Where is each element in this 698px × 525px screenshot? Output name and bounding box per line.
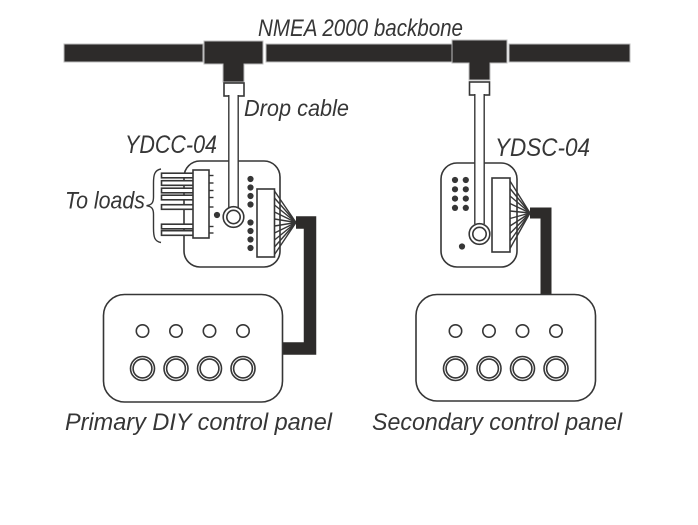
primary-control-panel — [102, 293, 284, 403]
panel-leds — [135, 323, 251, 338]
backbone-segment-middle — [265, 43, 453, 63]
led-icon — [448, 323, 463, 338]
load-wires — [160, 172, 195, 237]
load-wire — [160, 203, 195, 211]
ydcc-04-label: YDCC-04 — [125, 131, 217, 159]
secondary-control-panel — [415, 293, 597, 402]
panel-buttons — [129, 355, 256, 382]
button-icon-inner — [232, 358, 254, 379]
indicator-dot — [213, 211, 221, 219]
drop-cable-plug-icon — [468, 81, 491, 96]
load-wire — [160, 229, 195, 237]
tee-connector-right-icon — [451, 39, 508, 81]
ydsc-04-device — [440, 94, 531, 268]
primary-panel-label: Primary DIY control panel — [65, 409, 333, 436]
button-icon-inner — [545, 358, 567, 379]
button-icon-inner — [478, 358, 500, 379]
led-icon — [236, 323, 251, 338]
load-wire — [160, 179, 195, 187]
drop-cable-plug-icon — [223, 82, 245, 97]
button-icon-inner — [512, 358, 533, 379]
drop-cable-sheath — [228, 95, 239, 209]
load-wire — [160, 172, 195, 179]
drop-cable-sheath — [474, 94, 485, 224]
panel-cable-right — [530, 207, 552, 297]
led-icon — [548, 323, 563, 338]
backbone-label: NMEA 2000 backbone — [258, 15, 463, 42]
terminal-dots — [451, 176, 469, 211]
led-icon — [202, 323, 217, 338]
ydcc-04-device — [160, 95, 297, 268]
panel-buttons — [442, 355, 569, 382]
load-terminal-block — [192, 169, 210, 239]
backbone-segment-right — [508, 43, 631, 63]
backbone — [63, 39, 631, 83]
ydsc-04-label: YDSC-04 — [495, 134, 590, 162]
button-icon-inner — [445, 358, 466, 379]
cable-gland-inner — [471, 226, 487, 242]
button-icon-inner — [199, 358, 220, 379]
panel-body — [415, 293, 597, 402]
indicator-dot — [458, 243, 466, 250]
led-icon — [515, 323, 530, 338]
load-wire — [160, 194, 195, 201]
button-icon-inner — [132, 358, 153, 379]
tee-connector-left-icon — [203, 40, 264, 83]
terminal-dots — [247, 175, 254, 252]
secondary-panel-label: Secondary control panel — [372, 409, 623, 436]
panel-leds — [448, 323, 563, 338]
button-icon-inner — [165, 358, 187, 379]
load-wire — [160, 223, 195, 230]
panel-body — [102, 293, 284, 403]
backbone-segment-left — [63, 43, 204, 63]
to-loads-brace — [146, 168, 162, 244]
to-loads-label: To loads — [65, 188, 145, 215]
panel-wire-fan — [273, 190, 297, 255]
panel-connector-block — [491, 177, 511, 253]
led-icon — [169, 323, 184, 338]
cable-gland-inner — [226, 209, 242, 225]
panel-connector-block — [256, 188, 276, 258]
panel-cable-left — [281, 216, 317, 355]
panel-wire-fan — [509, 180, 531, 249]
led-icon — [135, 323, 150, 338]
drop-cable-label: Drop cable — [244, 95, 349, 121]
drop-cable-left — [223, 82, 245, 97]
led-icon — [481, 323, 496, 338]
load-wire — [160, 187, 195, 194]
